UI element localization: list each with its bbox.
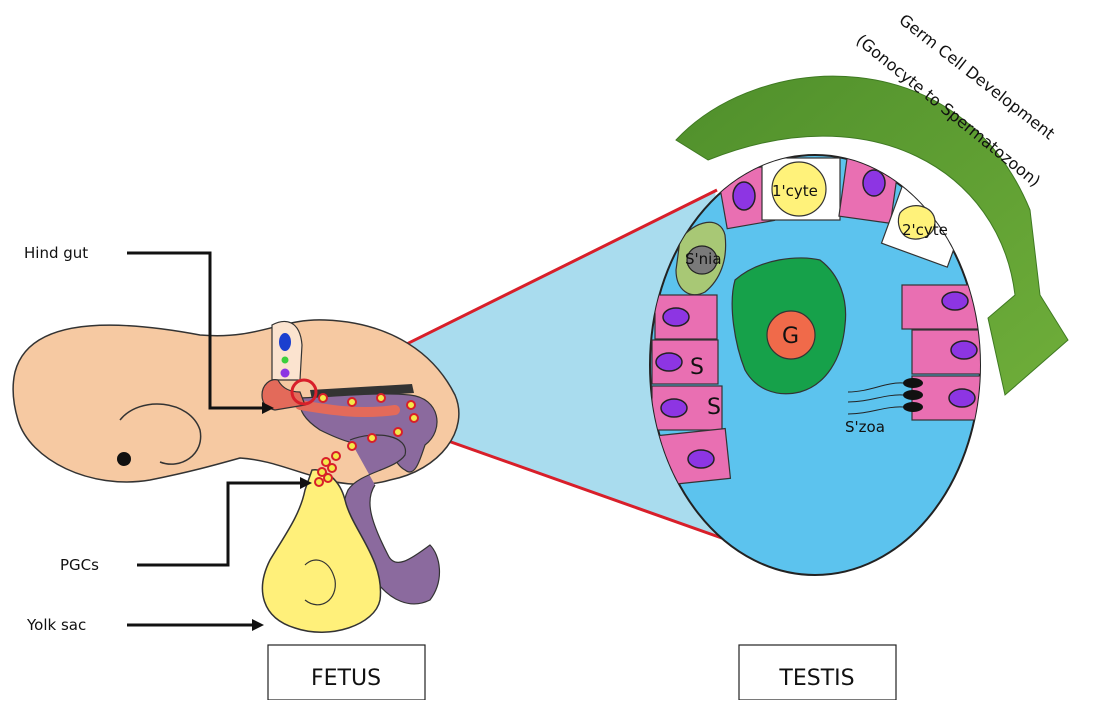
fetus-title: FETUS [311, 666, 381, 691]
label-gonocyte: G [782, 324, 799, 349]
label-sertoli-2: S [707, 395, 721, 420]
fetus-illustration [13, 320, 459, 632]
fetus-eye [117, 452, 131, 466]
label-secondary-spermatocyte: 2'cyte [902, 221, 948, 239]
neural-tube-blue [279, 333, 291, 351]
label-yolk-sac: Yolk sac [26, 616, 86, 634]
testis-title: TESTIS [778, 666, 854, 691]
label-spermatozoa: S'zoa [845, 418, 885, 436]
label-sertoli-1: S [690, 355, 704, 380]
label-spermatogonia: S'nia [685, 250, 722, 268]
label-primary-spermatocyte: 1'cyte [772, 182, 818, 200]
aorta-purple [281, 369, 290, 378]
yolk-sac-arrowhead [252, 619, 264, 631]
label-pgcs: PGCs [60, 556, 99, 574]
label-hind-gut: Hind gut [24, 244, 88, 262]
notochord-green [282, 357, 289, 364]
spermatozoa [903, 378, 923, 412]
